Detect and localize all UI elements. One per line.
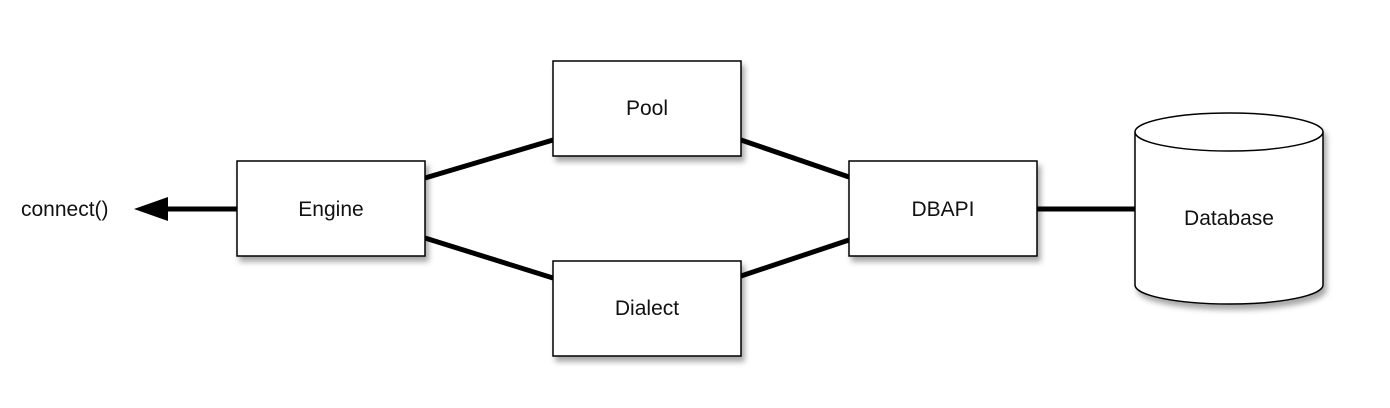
connect-call-label: connect(): [21, 198, 109, 221]
database-cylinder-body: [1134, 132, 1324, 305]
pool-label: Pool: [626, 97, 668, 120]
connector-pool-dbapi: [740, 137, 850, 180]
engine-node: Engine: [236, 160, 426, 257]
dbapi-label: DBAPI: [911, 198, 974, 221]
connectors: [160, 137, 1135, 281]
pool-node: Pool: [552, 60, 742, 157]
engine-label: Engine: [298, 198, 363, 221]
connect-arrow-head: [134, 197, 168, 221]
connector-engine-pool: [424, 137, 554, 181]
database-cylinder-top: [1134, 112, 1324, 152]
dialect-node: Dialect: [552, 260, 742, 357]
connector-engine-dialect: [424, 235, 554, 281]
dialect-label: Dialect: [615, 297, 679, 320]
connector-dialect-dbapi: [740, 237, 850, 279]
dbapi-node: DBAPI: [848, 160, 1038, 257]
database-node: [1134, 112, 1324, 305]
database-label: Database: [1184, 207, 1274, 230]
